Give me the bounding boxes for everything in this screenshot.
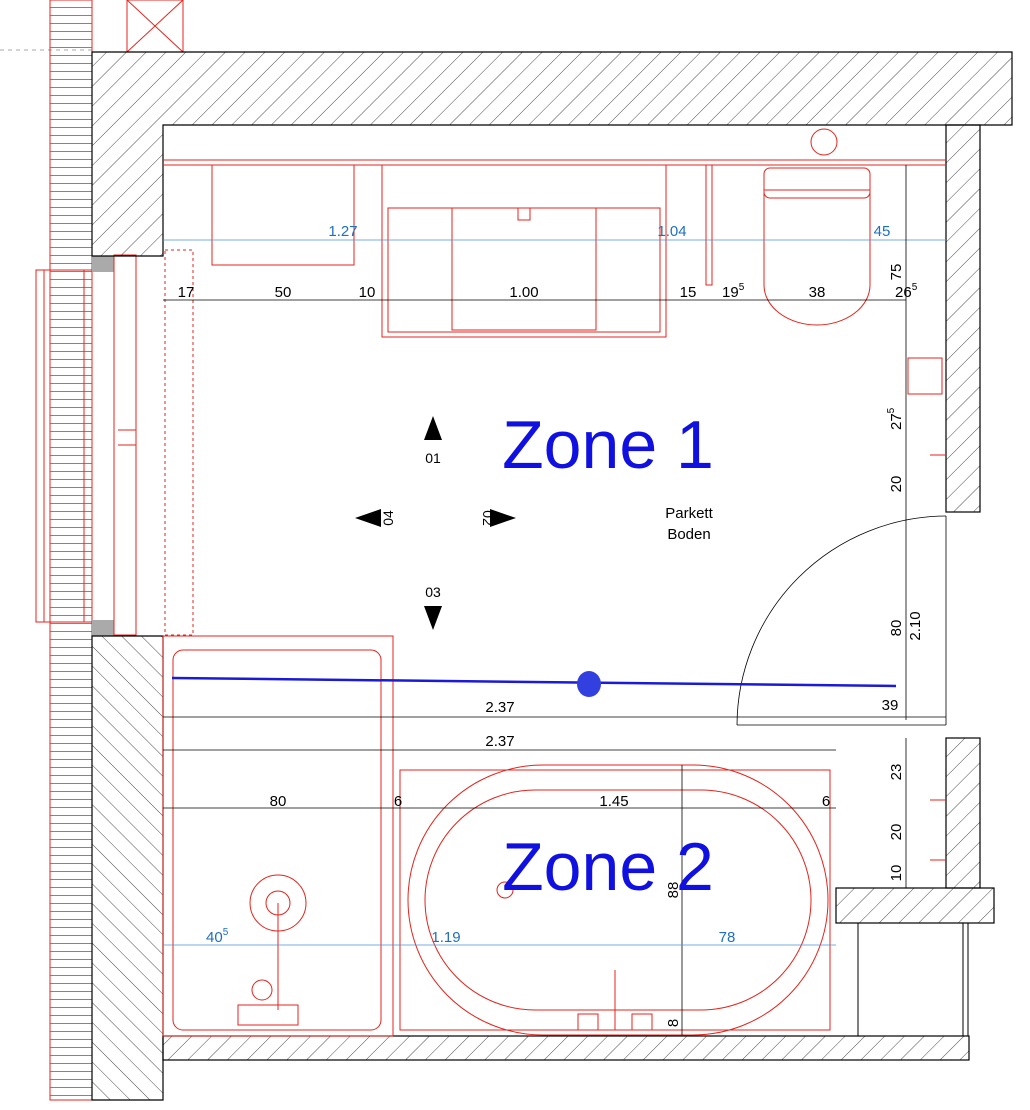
dim-top-1: 17 bbox=[178, 284, 195, 301]
dim-gap-right: 6 bbox=[822, 793, 830, 810]
zone-1-label: Zone 1 bbox=[502, 407, 714, 483]
arrow-right-icon bbox=[490, 509, 516, 527]
arrow-up-icon bbox=[424, 416, 442, 440]
blue-dim-bottom-2: 1.19 bbox=[431, 929, 460, 946]
bottom-blue-dimensions: 405 1.19 78 bbox=[206, 927, 735, 946]
arrow-label-04: 04 bbox=[380, 510, 396, 526]
dim-tub-height: 88 bbox=[665, 882, 682, 899]
vanity-furniture bbox=[163, 128, 946, 861]
right-dimensions: 75 275 20 80 2.10 39 23 20 10 bbox=[882, 264, 924, 882]
dim-width-1: 2.37 bbox=[485, 699, 514, 716]
view-arrows: 01 02 03 04 bbox=[355, 416, 516, 630]
dim-right-1: 75 bbox=[888, 264, 905, 281]
bottom-dimensions: 2.37 2.37 80 6 1.45 6 88 8 bbox=[270, 699, 831, 1027]
exterior-brick-wall bbox=[49, 0, 184, 1101]
floor-label-line1: Parkett bbox=[665, 505, 713, 522]
drain-icon bbox=[810, 128, 838, 156]
blue-dim-bottom-3: 78 bbox=[719, 929, 736, 946]
floor-label-line2: Boden bbox=[667, 526, 710, 543]
top-blue-dimensions: 1.27 1.04 45 bbox=[328, 223, 890, 240]
dim-top-7: 38 bbox=[809, 284, 826, 301]
dim-top-6: 195 bbox=[722, 282, 745, 301]
window bbox=[35, 249, 194, 636]
dim-top-2: 50 bbox=[275, 284, 292, 301]
dim-right-9: 10 bbox=[888, 865, 905, 882]
dim-tub-gap: 8 bbox=[665, 1019, 682, 1027]
arrow-down-icon bbox=[424, 606, 442, 630]
bathtub bbox=[399, 764, 831, 1036]
dim-right-2: 275 bbox=[886, 407, 905, 430]
dim-right-8: 20 bbox=[888, 824, 905, 841]
dim-right-7: 23 bbox=[888, 764, 905, 781]
zone-2-label: Zone 2 bbox=[502, 829, 714, 905]
toilet bbox=[763, 189, 871, 326]
top-dimension-lines bbox=[163, 165, 946, 1035]
dim-right-5: 2.10 bbox=[907, 611, 924, 640]
arrow-label-03: 03 bbox=[425, 584, 441, 600]
dim-top-8: 265 bbox=[895, 282, 918, 301]
blue-dim-2: 1.04 bbox=[657, 223, 686, 240]
dim-top-3: 10 bbox=[359, 284, 376, 301]
arrow-left-icon bbox=[355, 509, 381, 527]
dim-right-6: 39 bbox=[882, 697, 899, 714]
zone-boundary-line bbox=[171, 676, 897, 688]
dim-top-4: 1.00 bbox=[509, 284, 538, 301]
dim-top-5: 15 bbox=[680, 284, 697, 301]
dim-right-3: 20 bbox=[888, 476, 905, 493]
dim-right-4: 80 bbox=[888, 620, 905, 637]
arrow-label-02: 02 bbox=[480, 510, 496, 526]
dim-gap-left: 6 bbox=[394, 793, 402, 810]
top-dimensions: 17 50 10 1.00 15 195 38 265 bbox=[178, 282, 918, 301]
ink-mark bbox=[577, 671, 601, 697]
blue-dim-1: 1.27 bbox=[328, 223, 357, 240]
dim-width-2: 2.37 bbox=[485, 733, 514, 750]
shower bbox=[162, 635, 394, 1037]
blue-dim-bottom-1: 405 bbox=[206, 927, 229, 946]
door-swing bbox=[736, 515, 947, 726]
blue-dim-3: 45 bbox=[874, 223, 891, 240]
dim-shower-width: 80 bbox=[270, 793, 287, 810]
arrow-label-01: 01 bbox=[425, 450, 441, 466]
dim-tub-width: 1.45 bbox=[599, 793, 628, 810]
walls bbox=[91, 51, 1013, 1101]
